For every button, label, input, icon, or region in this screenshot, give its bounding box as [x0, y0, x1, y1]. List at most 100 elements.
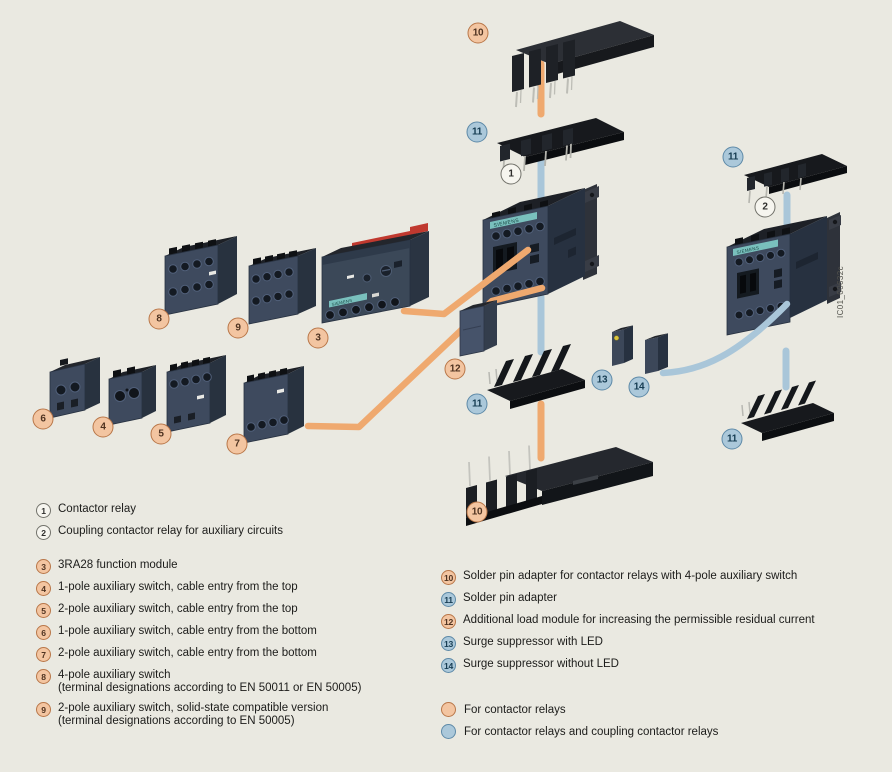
legend-lines: Contactor relay — [58, 503, 136, 516]
device-brand-label: SIEMENS — [493, 218, 520, 229]
legend-lines: Surge suppressor without LED — [463, 658, 619, 671]
callout-badge: 1 — [500, 163, 522, 185]
solder-pin-adapter-right-bottom-graphic — [741, 380, 834, 441]
additional-load-module-graphic — [459, 300, 497, 357]
legend-row: 2 Coupling contactor relay for auxiliary… — [36, 525, 441, 540]
callout-badge: 11 — [722, 146, 744, 168]
callout-badge: 4 — [92, 416, 114, 438]
legend-row: 10 Solder pin adapter for contactor rela… — [441, 570, 881, 585]
legend-row: 1 Contactor relay — [36, 503, 441, 518]
figure-code: IC01_00632c — [836, 266, 845, 318]
legend-badge: 9 — [36, 702, 51, 717]
legend-badge: 10 — [441, 570, 456, 585]
callout-badge: 12 — [444, 358, 466, 380]
legend-line: (terminal designations according to EN 5… — [58, 715, 295, 727]
color-key: For contactor relays For contactor relay… — [441, 702, 718, 746]
callout-badge: 6 — [32, 408, 54, 430]
legend-badge: 2 — [36, 525, 51, 540]
legend-line: 2-pole auxiliary switch, cable entry fro… — [58, 647, 317, 659]
callout-badge: 2 — [754, 196, 776, 218]
legend-lines: Solder pin adapter for contactor relays … — [463, 570, 797, 583]
legend-row: 8 4-pole auxiliary switch(terminal desig… — [36, 669, 441, 695]
legend-badge: 4 — [36, 581, 51, 596]
solder-pin-adapter-top-graphic — [497, 118, 624, 177]
legend-row: 11 Solder pin adapter — [441, 592, 881, 607]
legend-badge: 14 — [441, 658, 456, 673]
callout-badge: 5 — [150, 423, 172, 445]
callout-badge: 11 — [721, 428, 743, 450]
legend-badge: 1 — [36, 503, 51, 518]
callout-badge: 8 — [148, 308, 170, 330]
legend-lines: Coupling contactor relay for auxiliary c… — [58, 525, 283, 538]
legend-line: Surge suppressor with LED — [463, 636, 603, 648]
aux-switch-4pole-graphic — [164, 236, 237, 316]
device-brand-label: SIEMENS — [736, 245, 760, 255]
callout-badge: 10 — [467, 22, 489, 44]
legend-lines: 3RA28 function module — [58, 559, 178, 572]
legend-row: 3 3RA28 function module — [36, 559, 441, 574]
legend-badge: 11 — [441, 592, 456, 607]
color-key-label: For contactor relays and coupling contac… — [464, 725, 719, 738]
callout-badge: 11 — [466, 121, 488, 143]
legend-row: 12 Additional load module for increasing… — [441, 614, 881, 629]
legend-right: 10 Solder pin adapter for contactor rela… — [441, 570, 881, 680]
legend-row: 6 1-pole auxiliary switch, cable entry f… — [36, 625, 441, 640]
legend-line: 1-pole auxiliary switch, cable entry fro… — [58, 625, 317, 637]
legend-row: 9 2-pole auxiliary switch, solid-state c… — [36, 702, 441, 728]
legend-lines: 2-pole auxiliary switch, cable entry fro… — [58, 603, 298, 616]
legend-row: 14 Surge suppressor without LED — [441, 658, 881, 673]
callout-badge: 14 — [628, 376, 650, 398]
legend-lines: Additional load module for increasing th… — [463, 614, 815, 627]
legend-lines: 2-pole auxiliary switch, solid-state com… — [58, 702, 328, 728]
callout-badge: 13 — [591, 369, 613, 391]
legend-lines: 1-pole auxiliary switch, cable entry fro… — [58, 625, 317, 638]
legend-line: Coupling contactor relay for auxiliary c… — [58, 525, 283, 537]
coupling-contactor-relay-graphic: SIEMENS — [726, 212, 841, 336]
legend-lines: 1-pole auxiliary switch, cable entry fro… — [58, 581, 298, 594]
legend-row: 4 1-pole auxiliary switch, cable entry f… — [36, 581, 441, 596]
legend-row: 13 Surge suppressor with LED — [441, 636, 881, 651]
surge-suppressor-led-graphic — [612, 325, 633, 366]
aux-switch-2pole-solidstate-graphic — [248, 248, 316, 325]
surge-suppressor-graphic — [645, 333, 668, 374]
legend-badge: 5 — [36, 603, 51, 618]
assembly-lines-diagonal — [304, 246, 791, 431]
color-key-row: For contactor relays — [441, 702, 718, 717]
legend-line: 1-pole auxiliary switch, cable entry fro… — [58, 581, 298, 593]
legend-group-adapters: 10 Solder pin adapter for contactor rela… — [441, 570, 881, 673]
legend-row: 5 2-pole auxiliary switch, cable entry f… — [36, 603, 441, 618]
color-key-swatch — [441, 724, 456, 739]
device-brand-label: SIEMENS — [331, 298, 353, 307]
aux-switch-1pole-bottom-graphic — [49, 357, 100, 419]
aux-switch-2pole-bottom-graphic — [243, 366, 304, 444]
legend-line: Solder pin adapter for contactor relays … — [463, 570, 798, 582]
aux-switch-2pole-top-graphic — [166, 355, 226, 433]
legend-badge: 7 — [36, 647, 51, 662]
legend-line: 3RA28 function module — [58, 559, 178, 571]
legend-group-relays: 1 Contactor relay 2 Coupling contactor r… — [36, 503, 441, 540]
legend-lines: 2-pole auxiliary switch, cable entry fro… — [58, 647, 317, 660]
function-module-graphic: SIEMENS — [321, 223, 429, 324]
legend-lines: Solder pin adapter — [463, 592, 557, 605]
legend-line: Solder pin adapter — [463, 592, 557, 604]
legend-badge: 12 — [441, 614, 456, 629]
solder-pin-adapter-4pole-top-graphic — [512, 21, 654, 108]
assembly-lines-vertical — [537, 60, 791, 462]
legend-badge: 8 — [36, 669, 51, 684]
legend-line: Contactor relay — [58, 503, 136, 515]
callout-badge: 10 — [466, 501, 488, 523]
legend-line: 2-pole auxiliary switch, solid-state com… — [58, 702, 329, 714]
legend-line: Additional load module for increasing th… — [463, 614, 815, 626]
color-key-swatch — [441, 702, 456, 717]
legend-lines: Surge suppressor with LED — [463, 636, 603, 649]
legend-line: 2-pole auxiliary switch, cable entry fro… — [58, 603, 298, 615]
legend-line: (terminal designations according to EN 5… — [58, 682, 362, 694]
color-key-label: For contactor relays — [464, 703, 566, 716]
legend-line: Surge suppressor without LED — [463, 658, 619, 670]
color-key-row: For contactor relays and coupling contac… — [441, 724, 718, 739]
aux-switch-1pole-top-graphic — [108, 365, 156, 426]
callout-badge: 11 — [466, 393, 488, 415]
